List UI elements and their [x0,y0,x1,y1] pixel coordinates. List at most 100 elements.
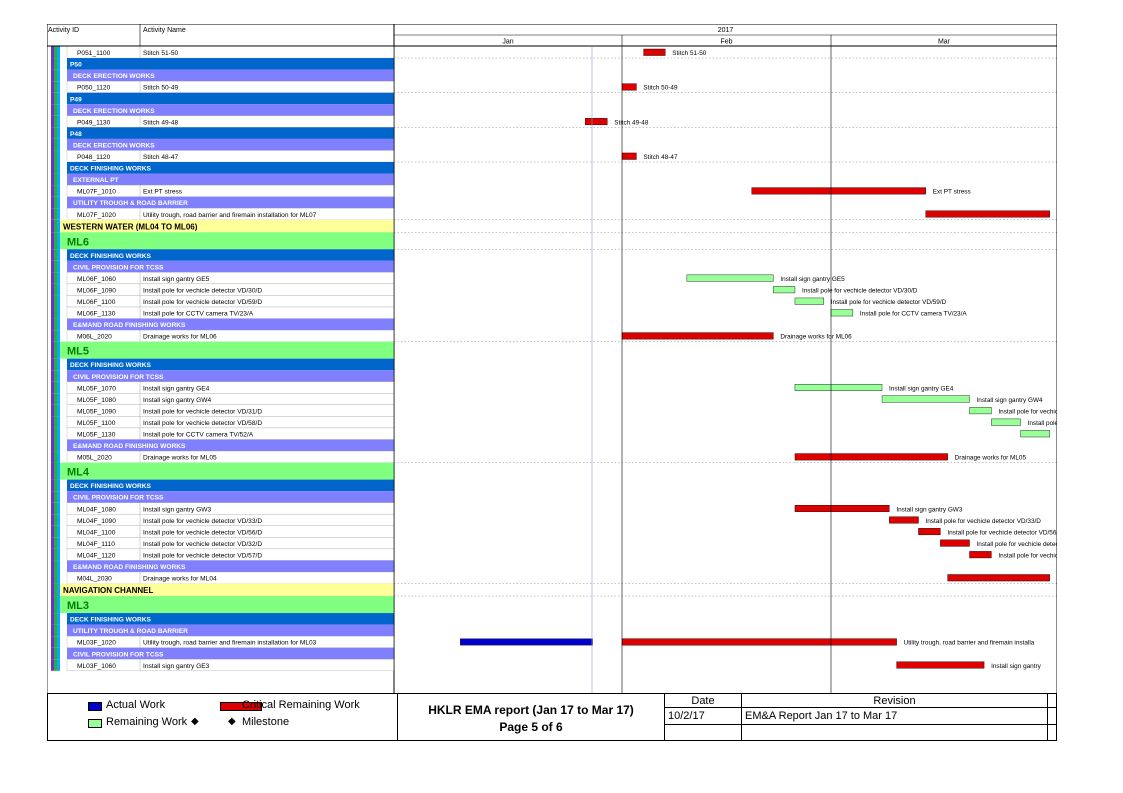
activity-id: ML04F_1110 [77,541,115,548]
activity-name: Stitch 49-48 [143,119,179,126]
activity-row [66,329,395,342]
wbs-band-green [51,232,394,250]
wbs-indent-stripe [57,560,60,572]
wbs-band-label: P49 [70,96,82,103]
wbs-band-label: EXTERNAL PT [73,177,119,184]
bar-label: Install pole for vechicle detector VD/30… [802,287,918,294]
wbs-indent-stripe [51,185,54,197]
activity-name: Install pole for vechicle detector VD/30… [143,287,262,294]
wbs-indent-stripe [51,613,54,625]
wbs-indent-stripe [57,491,60,503]
footer: Actual Work Critical Remaining Work Rema… [47,693,1057,741]
activity-name: Install pole for vechicle detector VD/59… [143,299,262,306]
wbs-indent-stripe [51,583,54,597]
wbs-indent-stripe [54,647,57,660]
wbs-indent-stripe [54,370,57,382]
wbs-band-purple [67,318,394,331]
wbs-indent-stripe [57,330,60,342]
activity-id: ML04F_1100 [77,529,116,536]
wbs-indent-stripe [57,659,60,671]
wbs-indent-stripe [51,272,54,284]
wbs-indent-stripe [57,537,60,549]
activity-row [66,272,395,285]
wbs-indent-stripe [54,404,57,417]
wbs-indent-stripe [54,381,57,394]
wbs-indent-stripe [54,92,57,105]
activity-id: ML05F_1080 [77,397,116,404]
wbs-indent-stripe [54,196,57,209]
activity-name: Utility trough, road barrier and firemai… [143,212,317,219]
legend-milestone-label: Milestone [242,716,290,728]
remaining-bar [830,309,854,317]
wbs-indent-stripe [51,150,54,162]
critical-bar [585,118,608,126]
wbs-indent-stripe [57,462,60,480]
wbs-indent-stripe [57,341,60,359]
wbs-indent-stripe [54,272,57,284]
wbs-indent-stripe [51,479,54,492]
wbs-band-blue [67,92,394,105]
wbs-band-label: UTILITY TROUGH & ROAD BARRIER [73,200,188,207]
activity-name: Stitch 51-50 [143,50,179,57]
wbs-indent-stripe [57,173,60,186]
wbs-indent-stripe [51,451,54,463]
critical-bar [794,505,890,512]
wbs-indent-stripe [54,104,57,116]
wbs-indent-stripe [57,69,60,82]
wbs-indent-stripe [54,451,57,463]
header-month-label: Feb [720,39,732,46]
wbs-band-label: CIVIL PROVISION FOR TCSS [73,651,164,658]
wbs-indent-stripe [51,370,54,382]
legend-milestone-icon: ◆ [228,716,236,727]
wbs-indent-stripe [57,219,60,233]
actual-bar [460,638,593,646]
wbs-band-purple [67,173,394,186]
wbs-band-label: DECK FINISHING WORKS [70,617,152,624]
wbs-indent-stripe [51,525,54,538]
wbs-indent-stripe [54,219,57,233]
legend-remaining-label: Remaining Work [106,716,188,728]
wbs-indent-stripe [51,462,54,480]
wbs-indent-stripe [51,295,54,307]
header-year: 2017 [718,27,734,34]
wbs-indent-stripe [51,249,54,261]
wbs-indent-stripe [51,138,54,151]
wbs-indent-stripe [51,162,54,174]
wbs-indent-stripe [57,451,60,463]
wbs-indent-stripe [54,295,57,307]
activity-id: M05L_2020 [77,455,112,462]
critical-bar [918,528,941,536]
wbs-indent-stripe [51,537,54,549]
wbs-indent-stripe [57,127,60,139]
wbs-band-label: CIVIL PROVISION FOR TCSS [73,374,164,381]
activity-id: ML04F_1080 [77,506,116,513]
wbs-indent-stripe [51,636,54,648]
wbs-indent-stripe [51,647,54,660]
wbs-indent-stripe [54,341,57,359]
activity-id: ML07F_1010 [77,189,116,196]
wbs-indent-stripe [54,439,57,452]
wbs-band-blue [67,127,394,139]
wbs-indent-stripe [54,69,57,82]
wbs-band-purple [67,624,394,637]
wbs-band-label: UTILITY TROUGH & ROAD BARRIER [73,628,188,635]
wbs-indent-stripe [54,583,57,597]
wbs-indent-stripe [57,416,60,428]
activity-row [66,381,395,394]
activity-id: P049_1130 [77,119,111,126]
footer-divider-1 [397,694,398,740]
bar-label: Install pole for vechicle detector VD/56… [947,529,1057,536]
activity-id: ML07F_1020 [77,212,116,219]
wbs-indent-stripe [51,404,54,417]
wbs-indent-stripe [57,583,60,597]
wbs-indent-stripe [54,318,57,331]
bar-label: Utility trough, road barrier and firemai… [904,640,1035,647]
wbs-indent-stripe [57,370,60,382]
wbs-indent-stripe [54,502,57,515]
wbs-indent-stripe [54,81,57,93]
activity-name: Install pole for vechicle detector VD/57… [143,552,262,559]
activity-id: ML04F_1090 [77,518,116,525]
wbs-indent-stripe [51,659,54,671]
wbs-band-label: DECK FINISHING WORKS [70,166,152,173]
wbs-band-label: CIVIL PROVISION FOR TCSS [73,264,164,271]
